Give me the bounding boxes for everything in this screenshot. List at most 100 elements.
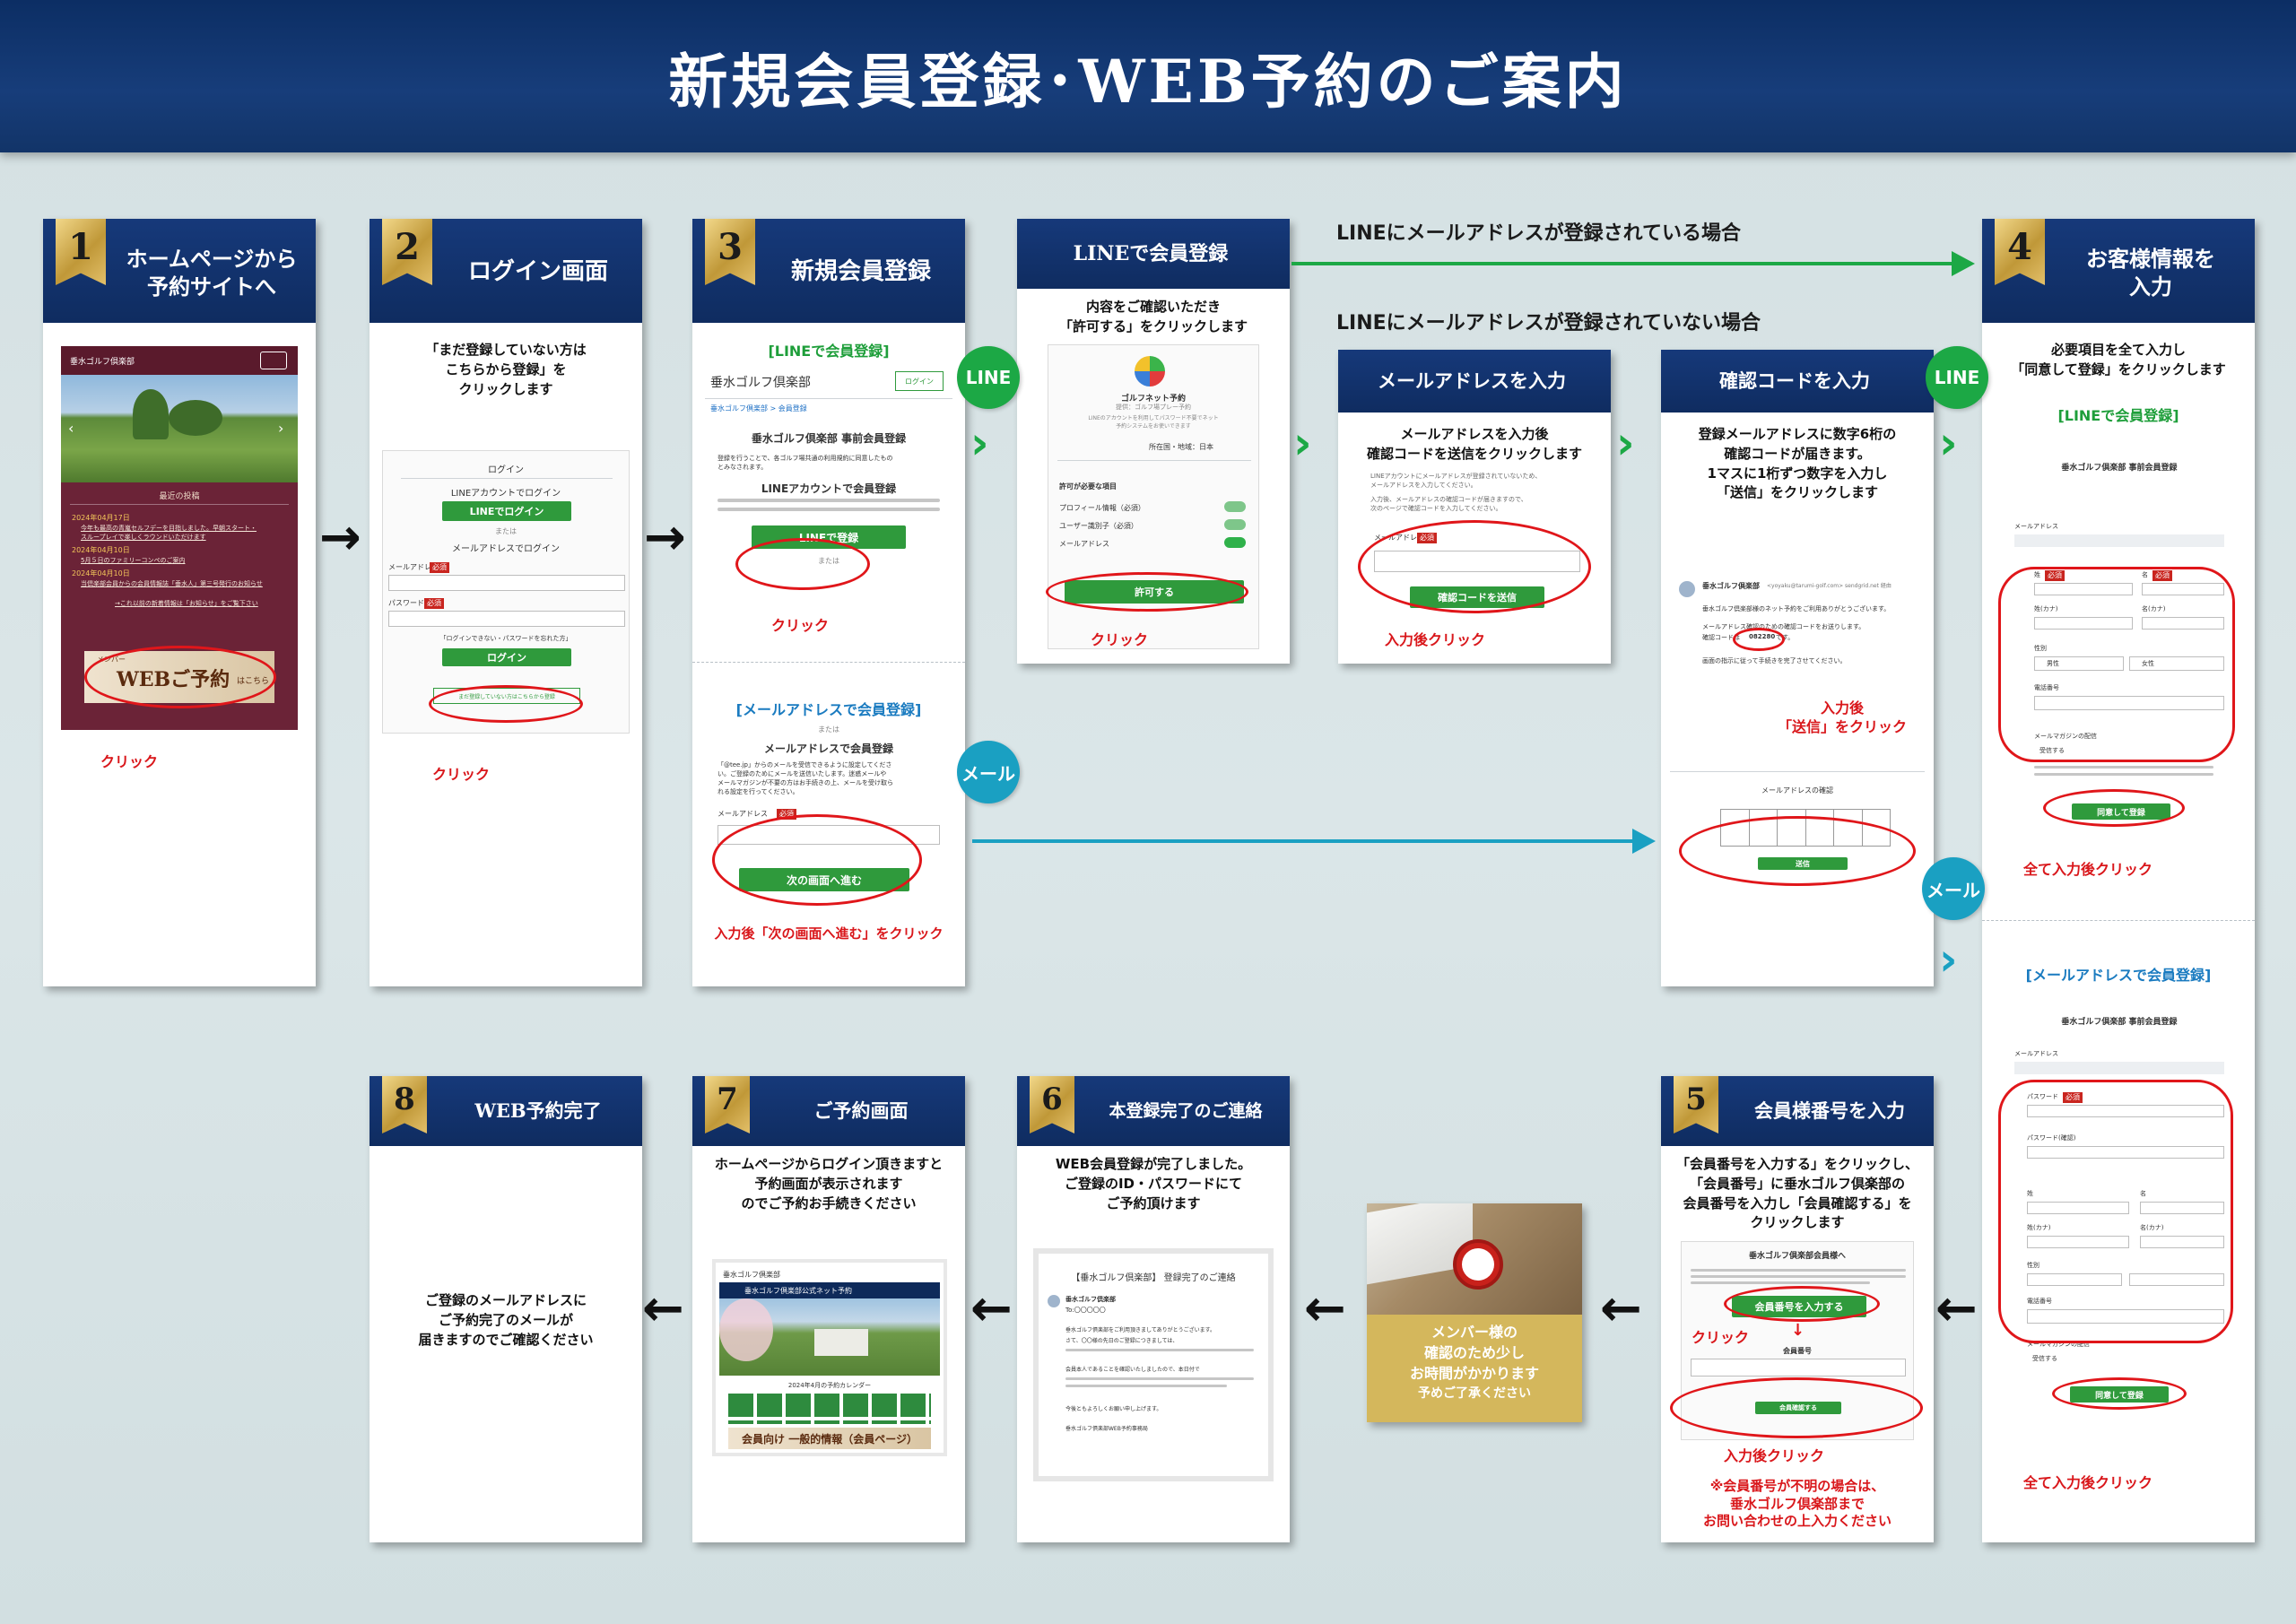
step2-title: ログイン画面: [467, 258, 608, 286]
calendar-grid[interactable]: [728, 1394, 931, 1417]
step8-desc: ご予約完了のメールが: [438, 1311, 573, 1328]
gender-male-radio[interactable]: [2034, 656, 2124, 671]
line-register-desc: 「許可する」をクリックします: [1058, 317, 1248, 334]
last-name-input[interactable]: [2034, 583, 2133, 595]
step5-number-badge: 5: [1674, 1076, 1718, 1133]
step5-header: 5 会員様番号を入力: [1661, 1076, 1934, 1146]
step7-header: 7 ご予約画面: [692, 1076, 965, 1146]
receive-checkbox[interactable]: 受信する: [2039, 747, 2065, 754]
prev-icon[interactable]: ‹: [68, 420, 74, 437]
required-badge: 必須: [430, 562, 449, 573]
mail-register-label: メールアドレスで会員登録: [763, 743, 893, 755]
login-button[interactable]: ログイン: [442, 648, 571, 666]
form-title: 垂水ゴルフ倶楽部 事前会員登録: [2061, 1018, 2178, 1027]
line-login-button[interactable]: LINEでログイン: [442, 501, 571, 521]
gender-female-radio[interactable]: [2129, 1273, 2224, 1286]
first-kana-input[interactable]: [2140, 1236, 2224, 1248]
highlight-oval: [712, 814, 922, 906]
step4-header: 4 お客様情報を 入力: [1982, 219, 2255, 323]
first-name-input[interactable]: [2140, 1202, 2224, 1214]
phone-input[interactable]: [2034, 696, 2224, 710]
step1-title-l1: ホームページから: [126, 245, 298, 272]
app-name: ゴルフネット予約: [1120, 395, 1186, 404]
arrow-left-icon: ←: [1935, 1280, 1978, 1338]
mail-sender-addr: <yoyaku@tarumi-golf.com> sendgrid.net 経由: [1767, 583, 1892, 589]
step5-note: お問い合わせの上入力ください: [1702, 1513, 1892, 1529]
last-kana-input[interactable]: [2027, 1236, 2129, 1248]
line-login-label: LINEアカウントでログイン: [450, 489, 561, 499]
highlight-oval: [2052, 1377, 2187, 1410]
news-link[interactable]: スループレイで楽しくラウンドいただけます: [81, 534, 206, 541]
form-title: 垂水ゴルフ倶楽部 事前会員登録: [2061, 464, 2178, 473]
password-confirm-input[interactable]: [2027, 1146, 2224, 1159]
phone-label: 電話番号: [2027, 1298, 2052, 1305]
line-register-title: LINEで会員登録: [1073, 241, 1229, 265]
arrow-left-icon: ←: [642, 1280, 684, 1338]
highlight-oval: [1724, 1286, 1880, 1322]
mail-input-desc: 確認コードを送信をクリックします: [1366, 445, 1582, 462]
step2-card: 2 ログイン画面 「まだ登録していない方は こちらから登録」を クリックします …: [370, 219, 642, 986]
login-small-button[interactable]: ログイン: [895, 371, 944, 391]
highlight-oval: [1998, 567, 2235, 762]
step5-desc: 「会員番号」に垂水ゴルフ倶楽部の: [1689, 1175, 1905, 1192]
step7-number-badge: 7: [705, 1076, 750, 1133]
last-name-label: 姓: [2034, 571, 2040, 578]
mail-label: メールアドレス: [2014, 523, 2058, 530]
code-input-desc: 1マスに1桁ずつ数字を入力し: [1707, 465, 1888, 482]
toggle[interactable]: [1224, 537, 1246, 548]
step5-desc: 「会員番号を入力する」をクリックし、: [1675, 1156, 1918, 1172]
code-suffix: です。: [1776, 634, 1795, 641]
last-name-input[interactable]: [2027, 1202, 2129, 1214]
avatar-icon: [1679, 581, 1695, 597]
step5-note: 垂水ゴルフ倶楽部まで: [1729, 1495, 1865, 1512]
menu-icon[interactable]: [260, 352, 287, 369]
member-number-input[interactable]: [1691, 1359, 1906, 1376]
member-mock-title: 垂水ゴルフ倶楽部会員様へ: [1748, 1252, 1846, 1261]
last-kana-input[interactable]: [2034, 617, 2133, 630]
news-date: 2024年04月10日: [72, 569, 130, 578]
password-label: パスワード: [388, 599, 424, 607]
mail-note: い。ご登録のためにメールを送信いたします。迷惑メールや: [718, 770, 887, 777]
step6-title: 本登録完了のご連絡: [1109, 1100, 1263, 1121]
mail-input[interactable]: [2014, 534, 2224, 547]
forgot-link[interactable]: 「ログインできない・パスワードを忘れた方」: [439, 635, 572, 642]
mail-input-header: メールアドレスを入力: [1338, 350, 1611, 413]
news-link[interactable]: 5月５日のファミリーコンペのご案内: [81, 557, 186, 564]
gender-male-radio[interactable]: [2027, 1273, 2122, 1286]
news-link[interactable]: 今年も最高の青嵐セルフデーを目指しました。早朝スタート・: [81, 525, 257, 532]
step8-card: 8 WEB予約完了 ご登録のメールアドレスに ご予約完了のメールが 届きますので…: [370, 1076, 642, 1542]
mail-input[interactable]: [388, 575, 625, 591]
news-link[interactable]: 当倶楽部会員からの会員情報誌「垂水人」第三号発行のお知らせ: [81, 580, 263, 587]
gender-label: 性別: [2027, 1262, 2039, 1269]
breadcrumb[interactable]: 垂水ゴルフ倶楽部 > 会員登録: [710, 404, 807, 413]
news-more-link[interactable]: →これ以前の新着情報は「お知らせ」をご覧下さい: [115, 600, 258, 607]
line-register-click-label: クリック: [1091, 631, 1149, 648]
step4-title-l1: お客様情報を: [2086, 245, 2215, 272]
gender-female-radio[interactable]: [2129, 656, 2224, 671]
mail-input[interactable]: [2014, 1062, 2224, 1074]
mail-badge: メール: [957, 741, 1020, 803]
step1-header: 1 ホームページから 予約サイトへ: [43, 219, 316, 323]
password-confirm-label: パスワード(確認): [2027, 1134, 2076, 1142]
mail-note: メールマガジンが不要の方はお手続きの上、メールを受け取ら: [718, 779, 893, 786]
member-banner[interactable]: 会員向け 一般的情報（会員ページ）: [728, 1428, 931, 1449]
receive-checkbox[interactable]: 受信する: [2032, 1355, 2057, 1362]
line-register-label: LINEアカウントで会員登録: [761, 482, 897, 495]
step2-desc: クリックします: [458, 380, 553, 397]
first-kana-input[interactable]: [2142, 617, 2224, 630]
permission-item: メールアドレス: [1059, 540, 1109, 548]
code-input-desc: 登録メールアドレスに数字6桁の: [1698, 426, 1897, 442]
highlight-oval: [1046, 572, 1248, 612]
toggle[interactable]: [1224, 501, 1246, 512]
step1-number-badge: 1: [56, 219, 106, 285]
step8-desc: ご登録のメールアドレスに: [424, 1292, 587, 1308]
password-input[interactable]: [388, 611, 625, 627]
step5-note: ※会員番号が不明の場合は、: [1709, 1478, 1885, 1494]
step4-mail-form-mock: 垂水ゴルフ倶楽部 事前会員登録 メールアドレス パスワード 必須 パスワード(確…: [2007, 1004, 2231, 1435]
step8-desc: 届きますのでご確認ください: [418, 1331, 594, 1348]
code-mail-mock: 垂水ゴルフ倶楽部 <yoyaku@tarumi-golf.com> sendgr…: [1674, 570, 1921, 683]
code-input-title: 確認コードを入力: [1719, 369, 1870, 393]
mail-input-note: 入力後、メールアドレスの確認コードが届きますので、: [1370, 496, 1527, 503]
toggle[interactable]: [1224, 519, 1246, 530]
next-icon[interactable]: ›: [278, 420, 284, 437]
